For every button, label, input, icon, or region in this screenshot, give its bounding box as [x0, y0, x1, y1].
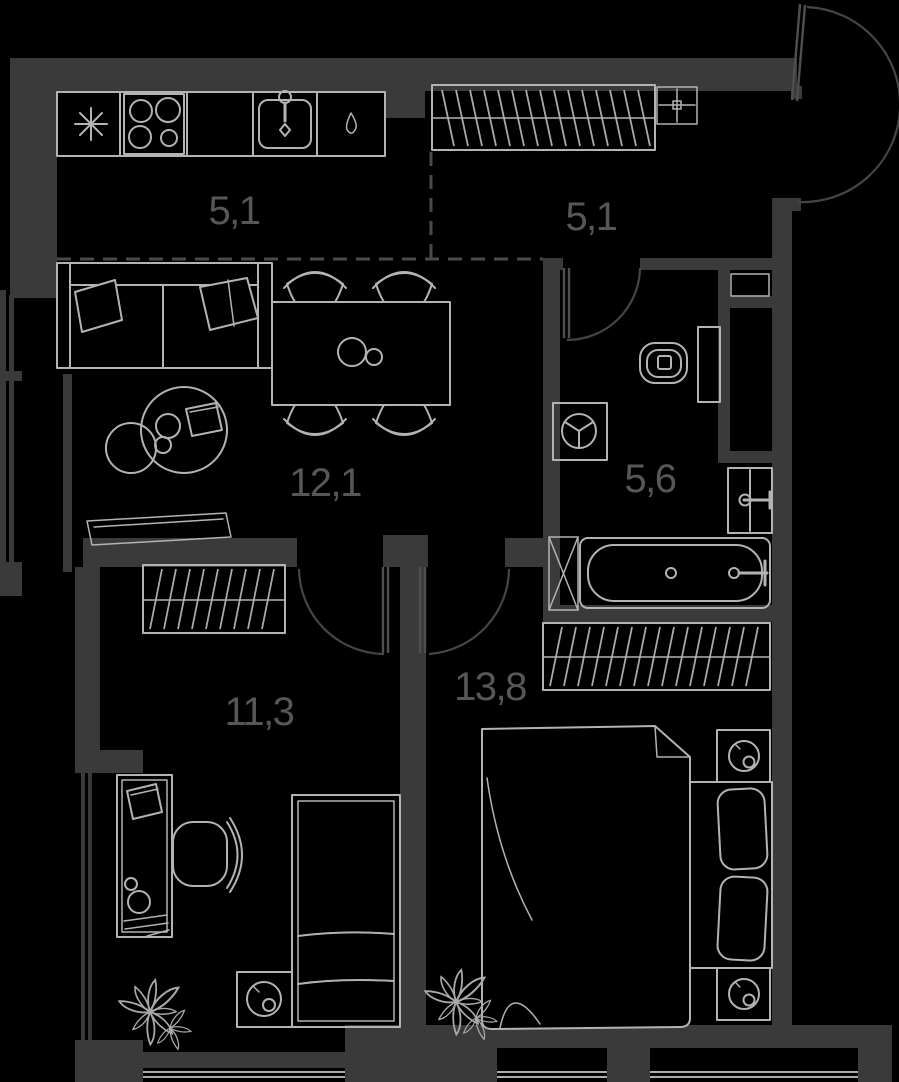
window-icon [143, 1071, 858, 1078]
bedroom [418, 567, 773, 1042]
tv-console-icon [86, 512, 232, 546]
washing-machine-icon [552, 402, 608, 461]
dining-table-icon [271, 301, 451, 406]
bedroom-door-icon [418, 567, 511, 656]
zone-boundary [57, 152, 543, 261]
room-label-hallway: 5,1 [565, 195, 616, 239]
room-label-bedroom: 13,8 [454, 665, 526, 709]
wardrobe-hatch-icon [142, 564, 286, 634]
shaft-inner-outline [730, 273, 770, 297]
double-bed-icon [480, 725, 773, 1030]
wardrobe-hatch-icon [542, 622, 771, 691]
bathroom-door-icon [562, 267, 642, 342]
bathtub-icon [579, 537, 771, 609]
bathroom [548, 267, 773, 611]
room-label-room-11-3: 11,3 [225, 690, 294, 734]
kitchen-sink-icon [258, 90, 312, 149]
room-label-kitchen: 5,1 [208, 189, 259, 233]
chair-icon [283, 404, 347, 436]
toilet-icon [639, 326, 721, 403]
water-heater-box-icon [548, 536, 579, 611]
kitchen-counter [56, 91, 386, 157]
electrical-panel-icon [656, 86, 698, 125]
wardrobe-hatch-icon [431, 84, 656, 151]
stove-icon [123, 93, 185, 155]
room-door-icon [297, 567, 390, 656]
chair-icon [372, 271, 436, 303]
kitchen [56, 90, 386, 157]
nightstand-icon [236, 971, 293, 1028]
chair-icon [283, 271, 347, 303]
nightstand-icon [716, 967, 771, 1021]
room-labels: 5,1 5,1 12,1 5,6 11,3 13,8 [208, 189, 677, 734]
coffee-table-icon [105, 386, 228, 474]
room-label-living-room: 12,1 [289, 461, 361, 505]
single-bed-icon [291, 794, 401, 1028]
room-11-3 [116, 564, 401, 1052]
office-chair-icon [172, 817, 243, 893]
desk-icon [116, 774, 173, 938]
blanket [480, 725, 691, 1030]
living-room [56, 262, 451, 546]
chair-icon [372, 404, 436, 436]
snowflake-fridge-icon [74, 107, 108, 141]
water-drop-icon [345, 112, 357, 134]
nightstand-icon [716, 729, 771, 783]
room-label-bathroom: 5,6 [624, 457, 675, 501]
washbasin-icon [727, 467, 773, 534]
hallway [431, 3, 899, 204]
pillow-icon [74, 277, 259, 333]
entry-door-icon [790, 3, 899, 204]
walls [0, 58, 892, 1082]
pillow-icon [716, 787, 769, 962]
